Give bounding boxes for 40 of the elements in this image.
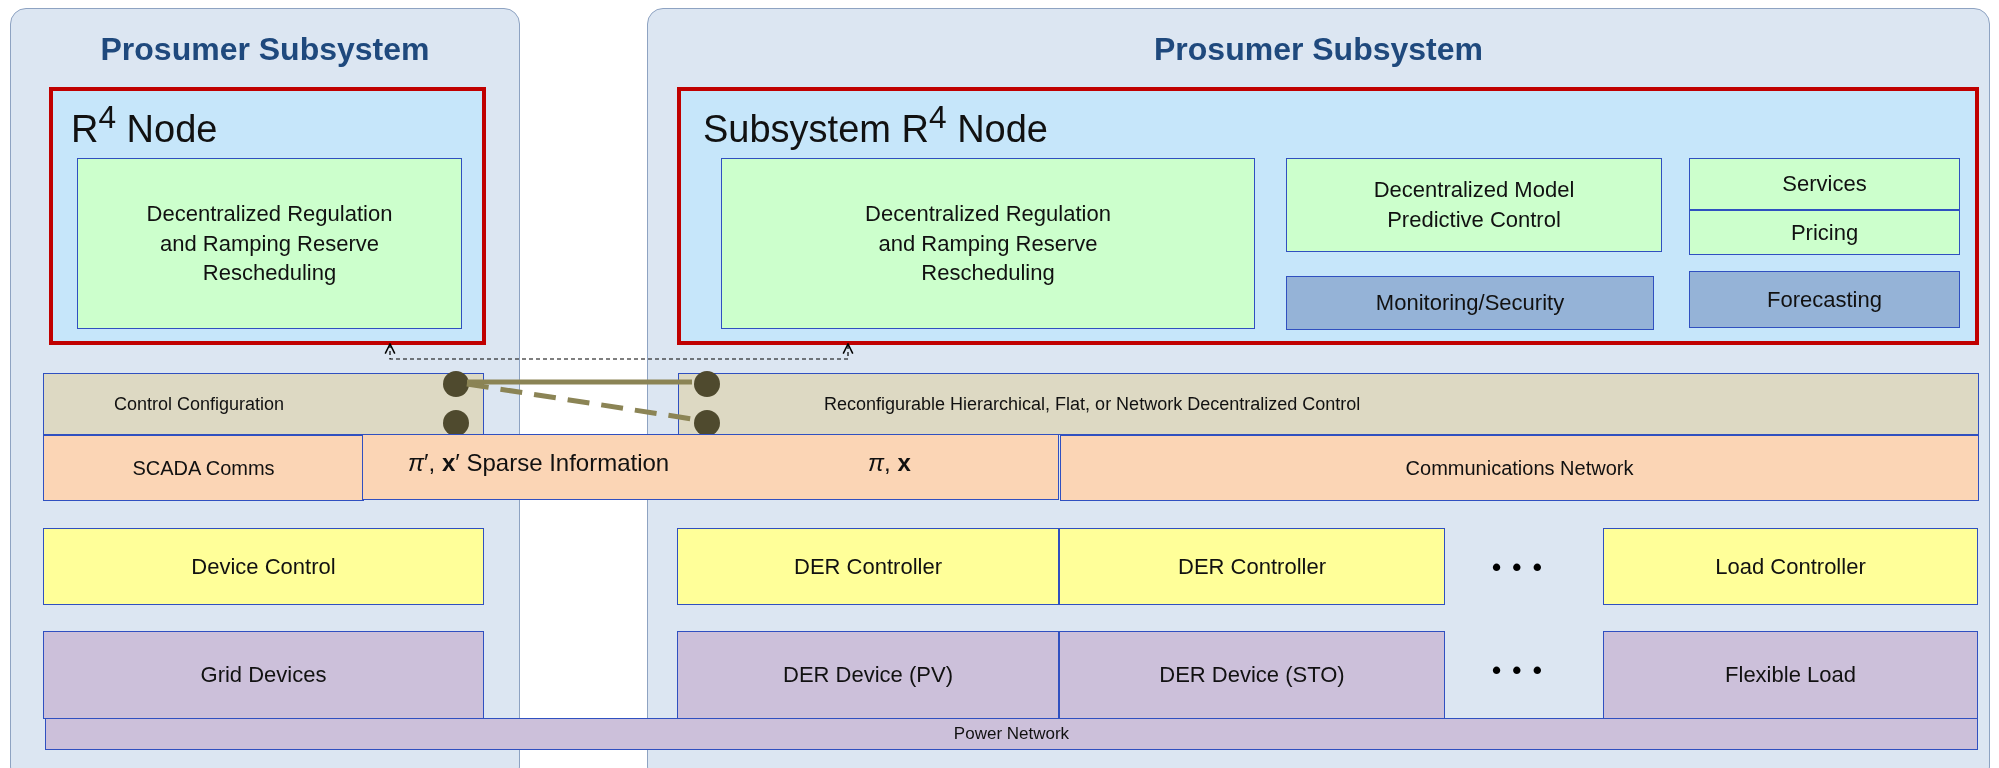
dashed-arrow (384, 343, 854, 360)
controller-box: DER Controller (677, 528, 1059, 605)
controller-box: Load Controller (1603, 528, 1978, 605)
node-title: Subsystem R$^{4}$ Node (703, 99, 1048, 151)
function-box: Pricing (1689, 210, 1960, 255)
function-box: Services (1689, 158, 1960, 210)
link-line (467, 379, 692, 385)
function-box: Decentralized Regulation and Ramping Reserve Rescheduling (721, 158, 1255, 329)
function-box: Forecasting (1689, 271, 1960, 328)
communication-band: Communications Network (1060, 435, 1979, 501)
device-box: DER Device (PV) (677, 631, 1059, 719)
device-box: Grid Devices (43, 631, 484, 719)
controller-box: Device Control (43, 528, 484, 605)
panel-title: Prosumer Subsystem (1154, 31, 1483, 68)
device-box: Flexible Load (1603, 631, 1978, 719)
connection-dot (443, 410, 469, 436)
ellipsis: • • • (1492, 655, 1544, 686)
node-frame (49, 87, 486, 345)
band-label: Control Configuration (114, 393, 285, 415)
ellipsis: • • • (1492, 552, 1544, 583)
node-title: R$^{4}$ Node (71, 99, 218, 151)
variable-label: π, x (868, 449, 911, 477)
power-network-bar: Power Network (45, 718, 1978, 750)
control-band (678, 373, 1979, 435)
function-box: Decentralized Model Predictive Control (1286, 158, 1662, 252)
function-box: Monitoring/Security (1286, 276, 1654, 330)
connection-dot (694, 410, 720, 436)
communication-band: SCADA Comms (43, 435, 364, 501)
control-band (43, 373, 484, 435)
sparse-information-text: π′, x′ Sparse Information (408, 449, 670, 477)
connection-dot (443, 371, 469, 397)
device-box: DER Device (STO) (1059, 631, 1445, 719)
band-label: Reconfigurable Hierarchical, Flat, or Network Decentralized Control (824, 393, 1361, 415)
controller-box: DER Controller (1059, 528, 1445, 605)
panel-title: Prosumer Subsystem (100, 31, 430, 68)
node-frame (677, 87, 1979, 345)
connection-dot (694, 371, 720, 397)
dashed-link-line (466, 381, 693, 422)
function-box: Decentralized Regulation and Ramping Reserve Rescheduling (77, 158, 462, 329)
information-box (362, 434, 1059, 500)
